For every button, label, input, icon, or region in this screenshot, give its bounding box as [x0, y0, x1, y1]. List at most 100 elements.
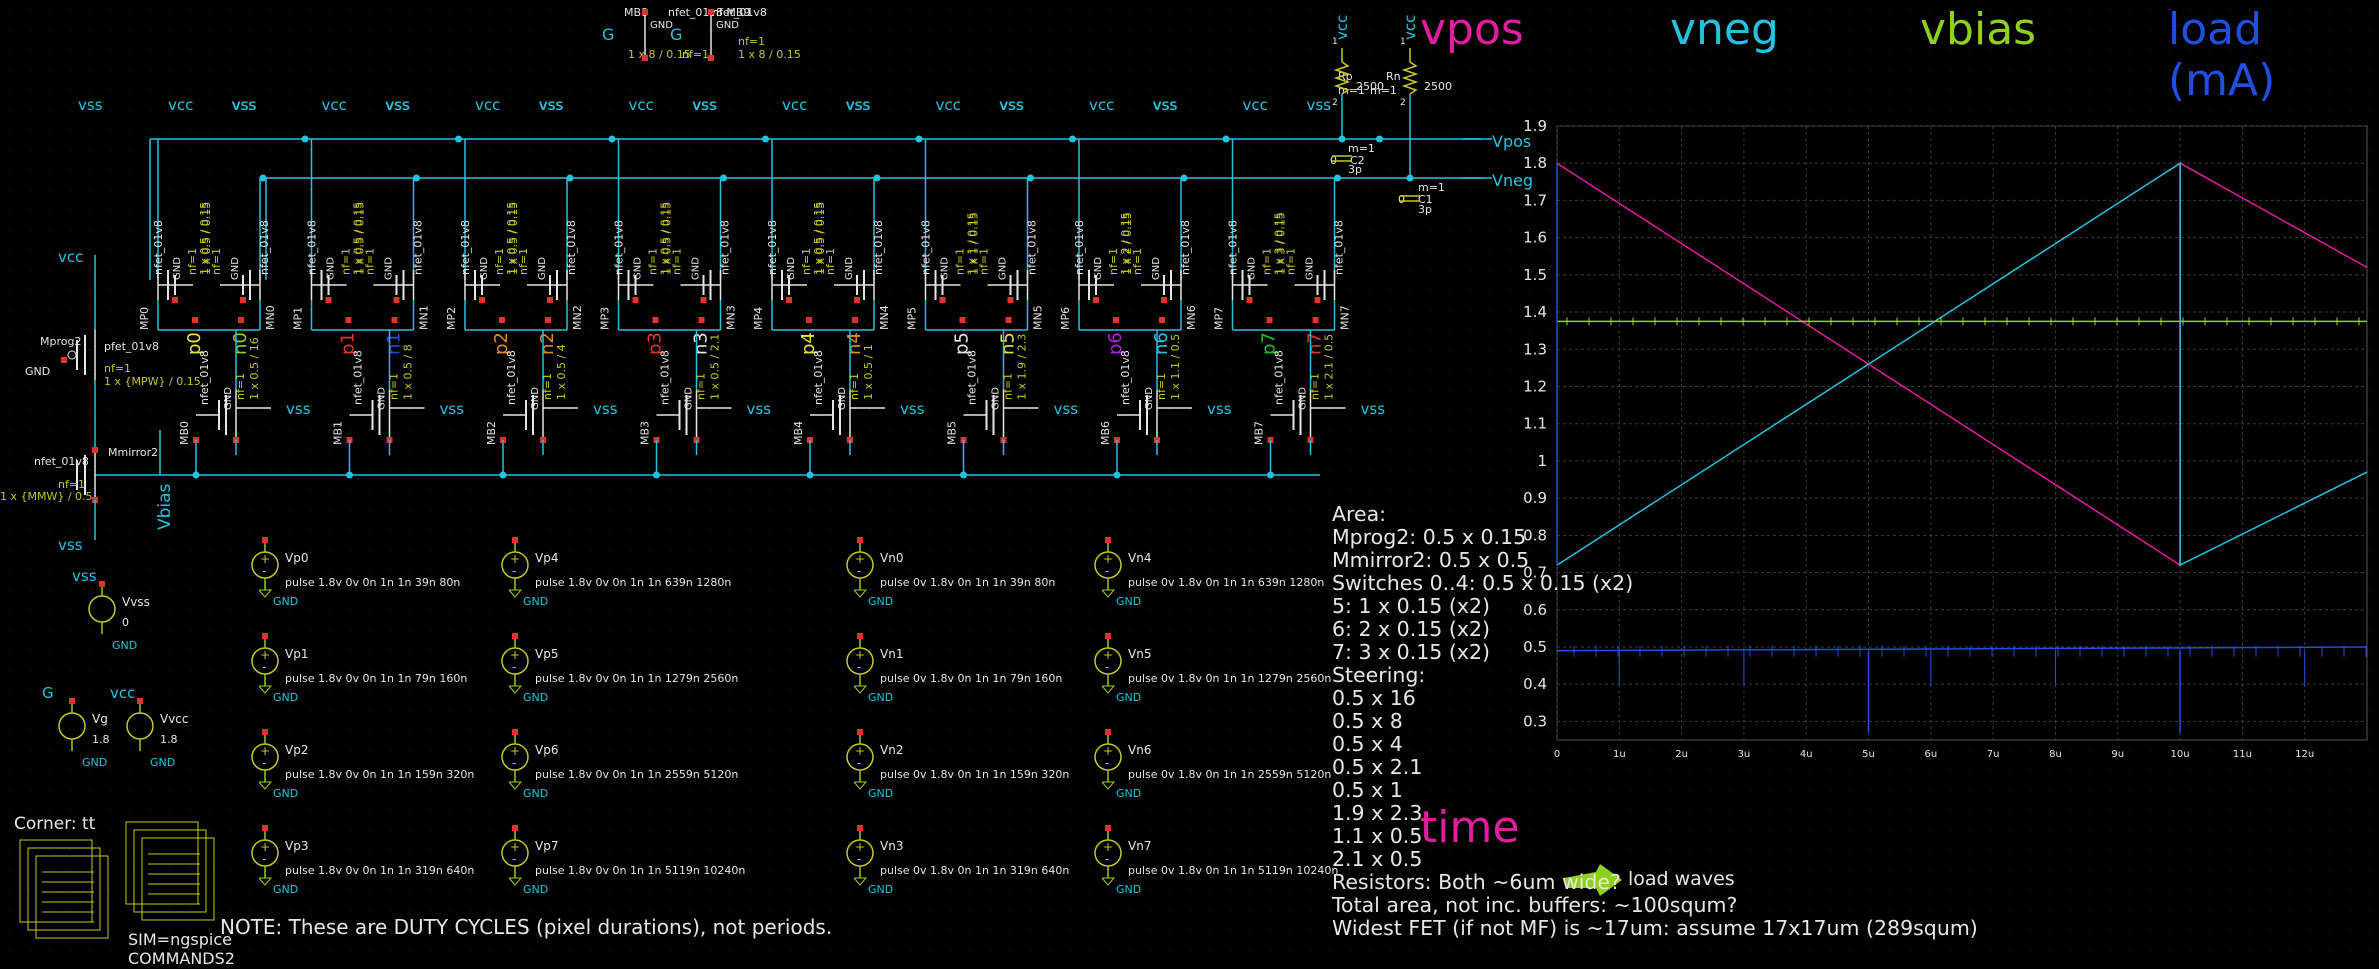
gate-label-p7[interactable]: p7 — [1259, 332, 1280, 355]
gate-label-p0[interactable]: p0 — [184, 332, 205, 355]
junction-dot — [762, 135, 769, 143]
mmirror-ref: Mmirror2 — [108, 446, 158, 459]
gate-label-p2[interactable]: p2 — [491, 332, 512, 355]
size-label: 1 x 0.5 / 16 — [248, 337, 261, 400]
vpos-net-label[interactable]: Vpos — [1492, 132, 1531, 151]
size-label: 1 x 0.5 / 0.15 — [814, 202, 827, 275]
gate-label-p3[interactable]: p3 — [645, 332, 666, 355]
vss-label: vss — [900, 400, 925, 418]
switch-p-ref: MP5 — [906, 307, 919, 330]
vbias-net-label[interactable]: Vbias — [155, 483, 175, 530]
legend-vbias[interactable]: vbias — [1920, 4, 2037, 55]
resistor-rn[interactable] — [1401, 61, 1419, 95]
legend-vpos[interactable]: vpos — [1420, 4, 1524, 55]
sim-commands-label[interactable]: SIM=ngspice COMMANDS2 — [128, 930, 235, 968]
legend-vneg[interactable]: vneg — [1670, 4, 1779, 55]
waveform-graph[interactable]: 1.91.81.71.61.51.41.31.21.110.90.80.70.6… — [1523, 117, 2368, 760]
resistor-rp[interactable] — [1333, 61, 1351, 95]
vcc-label: vcc — [629, 96, 654, 114]
pin-num: 2 — [1400, 98, 1406, 108]
gate-label-p4[interactable]: p4 — [798, 332, 819, 355]
time-axis-label[interactable]: time — [1420, 802, 1520, 853]
corner-label[interactable]: Corner: tt — [14, 814, 96, 834]
load-waves-arrow[interactable] — [1564, 864, 1622, 896]
gnd-label: GND — [479, 257, 490, 280]
junction-dot — [192, 471, 200, 479]
nf-label: nf=1 — [186, 248, 199, 275]
size-label: 1 x 0.5 / 0.15 — [505, 202, 518, 275]
gate-label-p6[interactable]: p6 — [1105, 332, 1126, 355]
gate-label-p5[interactable]: p5 — [952, 332, 973, 355]
vneg-net-label[interactable]: Vneg — [1492, 171, 1533, 190]
pin-num: 1 — [1400, 37, 1406, 47]
gate-label-p1[interactable]: p1 — [338, 332, 359, 355]
series-loadmA[interactable] — [1556, 646, 2368, 652]
series-vneg[interactable] — [1556, 161, 2368, 567]
x-tick-label: 6u — [1924, 749, 1937, 760]
switch-p-ref: MP0 — [138, 307, 151, 330]
load-waves-button[interactable]: load waves — [1628, 868, 1735, 890]
legend-load[interactable]: load (mA) — [2168, 4, 2276, 106]
steer-ref: MB3 — [639, 421, 652, 445]
source-value: pulse 1.8v 0v 0n 1n 1n 79n 160n — [285, 672, 467, 685]
